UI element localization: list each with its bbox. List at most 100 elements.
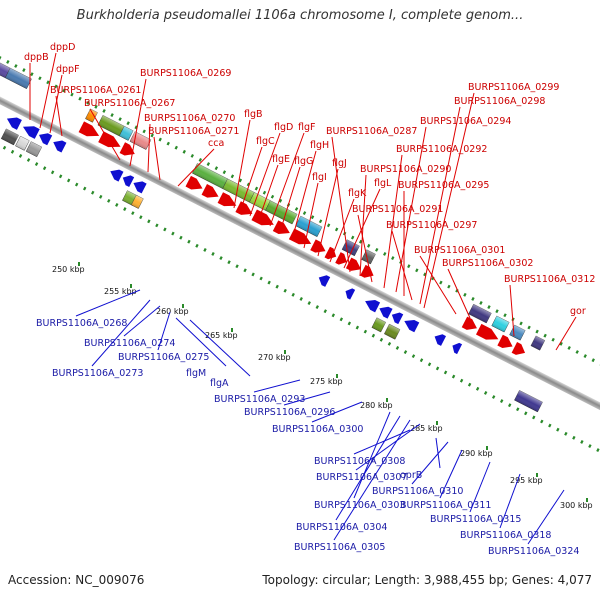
- forward-gene-arrow[interactable]: [324, 246, 339, 262]
- gene-label-forward[interactable]: BURPS1106A_0301: [414, 245, 505, 256]
- gene-label-forward[interactable]: BURPS1106A_0261: [50, 85, 141, 96]
- reverse-gene-arrow[interactable]: [377, 303, 393, 319]
- forward-gene-arrow[interactable]: [78, 121, 102, 141]
- track-tick: [91, 190, 95, 195]
- gene-label-reverse[interactable]: BURPS1106A_0318: [460, 530, 551, 541]
- label-leader-line: [303, 182, 319, 249]
- gene-label-forward[interactable]: BURPS1106A_0292: [396, 144, 487, 155]
- gene-label-forward[interactable]: flgB: [244, 109, 263, 120]
- gene-label-reverse[interactable]: BURPS1106A_0303: [314, 500, 405, 511]
- track-tick: [70, 92, 74, 97]
- forward-gene-arrow[interactable]: [185, 175, 206, 194]
- track-tick: [102, 109, 106, 113]
- reverse-gene-arrow[interactable]: [450, 341, 463, 355]
- gene-label-forward[interactable]: BURPS1106A_0312: [504, 274, 595, 285]
- gene-label-forward[interactable]: flgD: [274, 122, 293, 133]
- gene-label-forward[interactable]: flgK: [348, 188, 367, 199]
- gene-label-forward[interactable]: BURPS1106A_0270: [144, 113, 235, 124]
- reverse-gene-arrow[interactable]: [37, 130, 53, 146]
- gene-label-reverse[interactable]: oprB: [400, 470, 422, 481]
- reverse-gene-arrow[interactable]: [316, 273, 331, 287]
- forward-gene-arrow[interactable]: [310, 239, 328, 256]
- forward-gene-arrow[interactable]: [497, 334, 515, 352]
- gene-label-forward[interactable]: BURPS1106A_0267: [84, 98, 175, 109]
- gene-label-forward[interactable]: flgE: [272, 154, 290, 165]
- reverse-gene-arrow[interactable]: [108, 166, 124, 182]
- gene-label-forward[interactable]: BURPS1106A_0291: [352, 204, 443, 215]
- gene-label-forward[interactable]: BURPS1106A_0298: [454, 96, 545, 107]
- forward-gene-arrow[interactable]: [119, 142, 138, 159]
- gene-label-reverse[interactable]: BURPS1106A_0307: [316, 472, 407, 483]
- gene-label-reverse[interactable]: flgM: [186, 368, 206, 379]
- gene-label-reverse[interactable]: BURPS1106A_0296: [244, 407, 335, 418]
- gene-label-reverse[interactable]: BURPS1106A_0310: [372, 486, 463, 497]
- reverse-gene-arrows[interactable]: [4, 114, 463, 355]
- track-tick: [243, 268, 247, 273]
- reverse-gene-arrow[interactable]: [131, 178, 147, 194]
- gene-label-forward[interactable]: flgG: [294, 156, 313, 167]
- gene-label-forward[interactable]: flgC: [256, 136, 275, 147]
- gene-label-forward[interactable]: BURPS1106A_0287: [326, 126, 417, 137]
- feature-box-shade: [384, 324, 401, 340]
- track-tick: [567, 346, 571, 350]
- gene-label-reverse[interactable]: BURPS1106A_0273: [52, 368, 143, 379]
- reverse-gene-arrow[interactable]: [120, 173, 135, 188]
- gene-label-forward[interactable]: flgI: [312, 172, 327, 183]
- forward-gene-arrow[interactable]: [335, 252, 349, 267]
- forward-gene-arrow[interactable]: [251, 209, 276, 230]
- track-tick: [371, 333, 376, 338]
- gene-label-forward[interactable]: flgF: [298, 122, 315, 133]
- reverse-gene-arrow[interactable]: [51, 137, 67, 153]
- forward-gene-arrow[interactable]: [98, 131, 123, 152]
- reverse-gene-arrow[interactable]: [20, 122, 40, 139]
- forward-gene-arrow[interactable]: [511, 342, 528, 358]
- scale-tick-label: 300 kbp: [560, 501, 593, 510]
- gene-label-reverse[interactable]: BURPS1106A_0293: [214, 394, 305, 405]
- reverse-gene-arrow[interactable]: [343, 286, 356, 300]
- gene-label-forward[interactable]: flgH: [310, 140, 329, 151]
- gene-label-reverse[interactable]: BURPS1106A_0308: [314, 456, 405, 467]
- gene-label-reverse[interactable]: BURPS1106A_0305: [294, 542, 385, 553]
- track-tick: [443, 370, 448, 375]
- reverse-gene-arrow[interactable]: [363, 296, 381, 313]
- gene-label-forward[interactable]: flgJ: [332, 158, 347, 169]
- track-tick: [66, 178, 71, 183]
- reverse-gene-arrow[interactable]: [389, 310, 404, 325]
- reverse-gene-arrow[interactable]: [4, 114, 22, 130]
- label-leader-line: [447, 268, 471, 319]
- gene-label-reverse[interactable]: BURPS1106A_0274: [84, 338, 175, 349]
- gene-label-forward[interactable]: BURPS1106A_0269: [140, 68, 231, 79]
- gene-label-forward[interactable]: gor: [570, 306, 586, 317]
- scale-tick-mark: [436, 421, 438, 425]
- gene-label-forward[interactable]: BURPS1106A_0294: [420, 116, 511, 127]
- forward-gene-arrow[interactable]: [201, 184, 222, 202]
- gene-label-forward[interactable]: BURPS1106A_0299: [468, 82, 559, 93]
- track-tick: [535, 329, 539, 334]
- gene-label-reverse[interactable]: BURPS1106A_0315: [430, 514, 521, 525]
- scale-tick-mark: [231, 328, 233, 332]
- gene-label-reverse[interactable]: BURPS1106A_0300: [272, 424, 363, 435]
- gene-label-forward[interactable]: BURPS1106A_0271: [148, 126, 239, 137]
- reverse-gene-arrow[interactable]: [402, 316, 420, 333]
- gene-label-forward[interactable]: BURPS1106A_0297: [386, 220, 477, 231]
- gene-label-reverse[interactable]: BURPS1106A_0275: [118, 352, 209, 363]
- forward-gene-arrow[interactable]: [217, 192, 239, 211]
- gene-label-forward[interactable]: flgL: [374, 178, 392, 189]
- forward-gene-arrow[interactable]: [475, 323, 501, 345]
- track-tick: [435, 366, 440, 371]
- gene-label-forward[interactable]: dppB: [24, 52, 49, 63]
- gene-label-reverse[interactable]: BURPS1106A_0311: [400, 500, 491, 511]
- gene-label-forward[interactable]: BURPS1106A_0290: [360, 164, 451, 175]
- reverse-gene-arrow[interactable]: [432, 332, 447, 346]
- gene-label-forward[interactable]: dppF: [56, 64, 80, 75]
- gene-label-forward[interactable]: cca: [208, 138, 224, 149]
- gene-label-reverse[interactable]: BURPS1106A_0268: [36, 318, 127, 329]
- track-tick: [267, 280, 271, 285]
- gene-label-reverse[interactable]: BURPS1106A_0324: [488, 546, 579, 557]
- gene-label-forward[interactable]: BURPS1106A_0302: [442, 258, 533, 269]
- gene-label-reverse[interactable]: flgA: [210, 378, 229, 389]
- gene-label-forward[interactable]: dppD: [50, 42, 75, 53]
- forward-gene-arrow[interactable]: [461, 316, 480, 334]
- forward-gene-arrow[interactable]: [360, 264, 376, 281]
- track-tick: [551, 337, 555, 342]
